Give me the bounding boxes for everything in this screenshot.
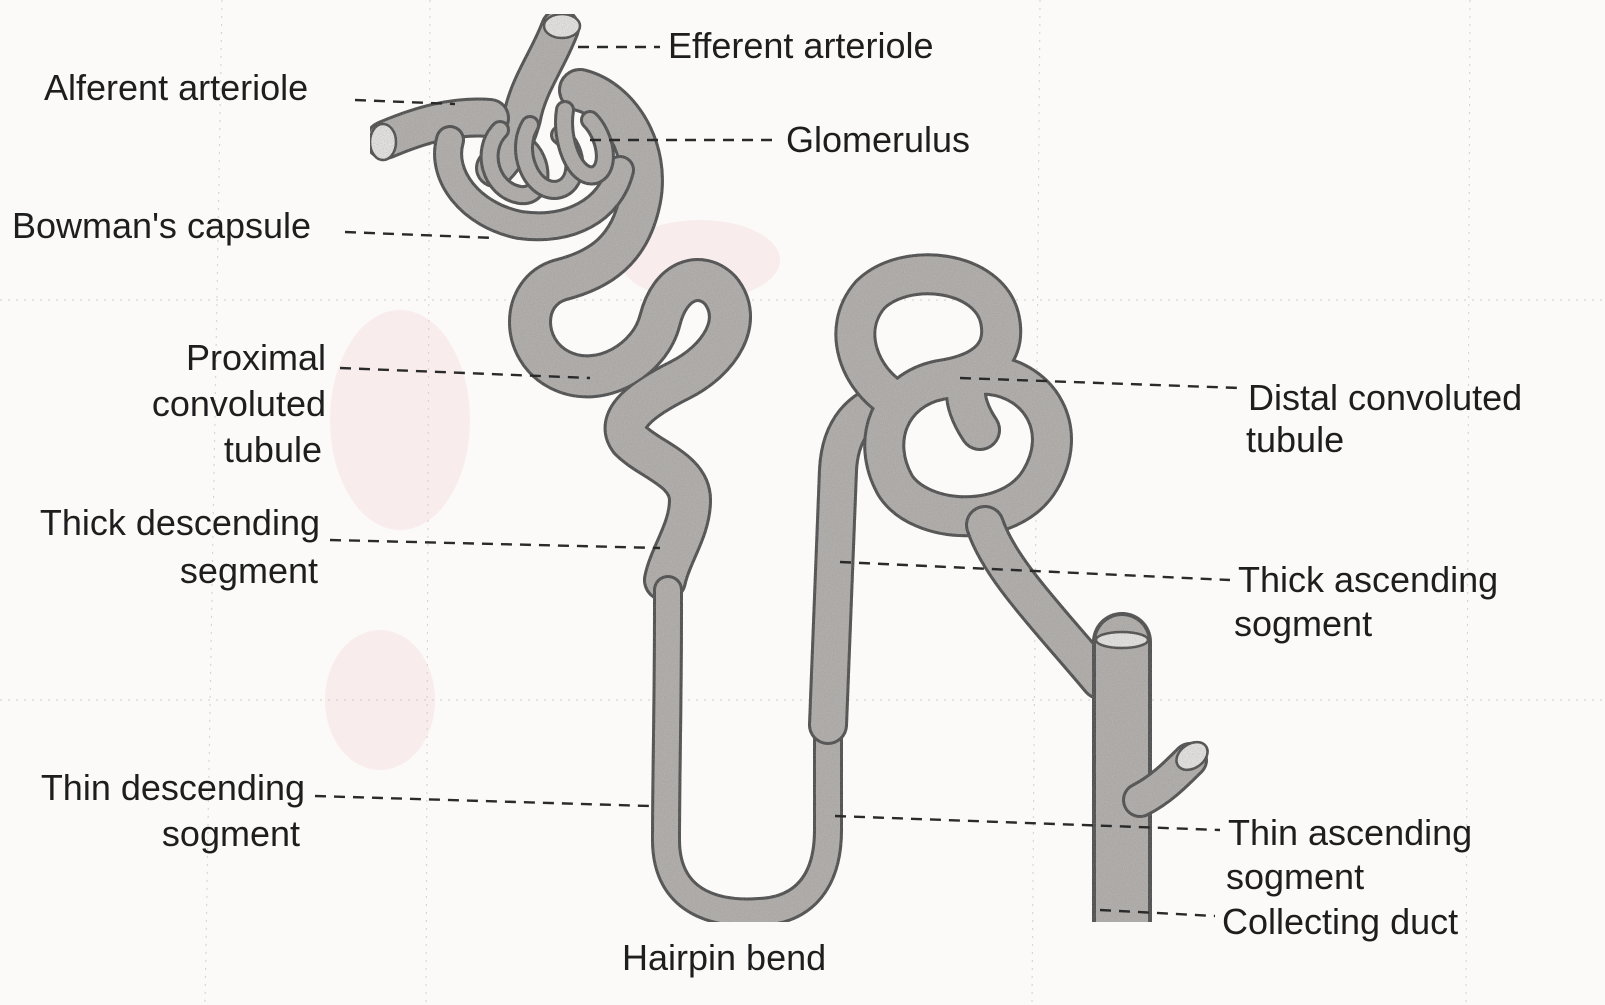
collecting-duct-shape (1096, 632, 1213, 922)
label-thick-ascending-line1: Thick ascending (1238, 559, 1498, 600)
afferent-arteriole-shape (370, 117, 490, 160)
label-efferent-arteriole: Efferent arteriole (668, 25, 933, 66)
leader-thin-ascending-segment (835, 816, 1220, 830)
label-pct-line3: tubule (224, 429, 322, 470)
leader-bowmans-capsule (345, 232, 495, 238)
label-hairpin-bend: Hairpin bend (622, 937, 826, 978)
distal-convoluted-tubule-shape (855, 274, 1100, 680)
label-thin-ascending-line1: Thin ascending (1228, 812, 1472, 853)
label-thick-ascending-line2: sogment (1234, 603, 1372, 644)
label-bowmans-capsule: Bowman's capsule (12, 205, 311, 246)
label-afferent-arteriole: Alferent arteriole (44, 67, 308, 108)
label-dct-line2: tubule (1246, 419, 1344, 460)
label-thick-descending-line1: Thick descending (40, 502, 320, 543)
leader-thick-descending-segment (330, 540, 660, 548)
label-dct-line1: Distal convoluted (1248, 377, 1522, 418)
label-thick-descending-line2: segment (180, 550, 318, 591)
labels: Efferent arteriole Alferent arteriole Gl… (12, 25, 1522, 978)
leader-thin-descending-segment (315, 796, 650, 806)
label-thin-descending-line2: sogment (162, 813, 300, 854)
label-thin-descending-line1: Thin descending (41, 767, 305, 808)
label-glomerulus: Glomerulus (786, 119, 970, 160)
label-collecting-duct: Collecting duct (1222, 901, 1458, 942)
label-pct-line2: convoluted (152, 383, 326, 424)
label-thin-ascending-line2: sogment (1226, 856, 1364, 897)
label-pct-line1: Proximal (186, 337, 326, 378)
